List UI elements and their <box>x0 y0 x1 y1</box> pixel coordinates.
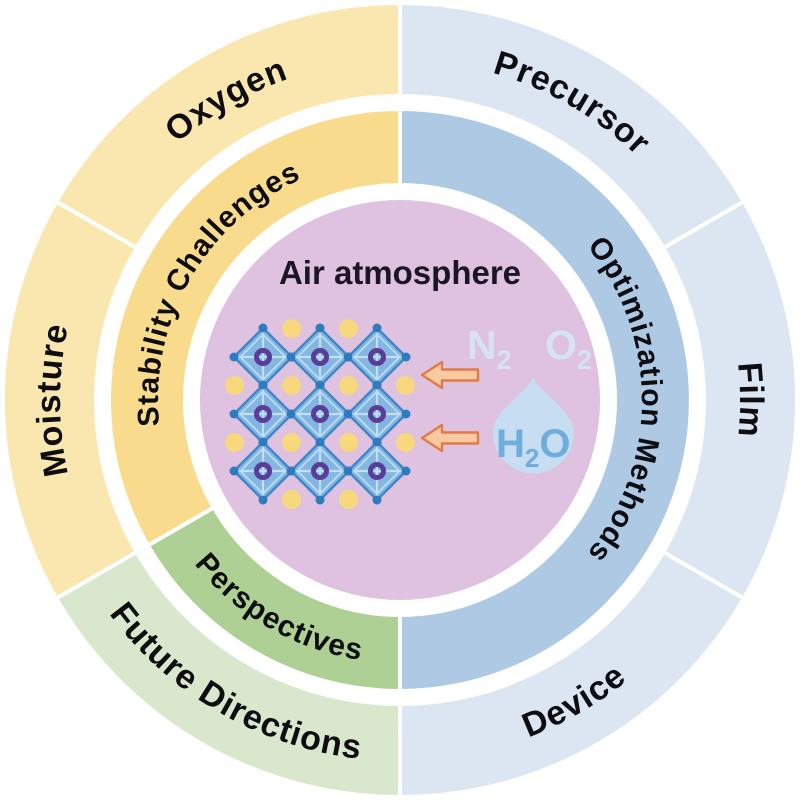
x-site-vertex <box>315 380 325 390</box>
x-site-vertex <box>372 495 382 505</box>
n2-label: N2 <box>467 322 512 375</box>
middle-segment-optimization-methods <box>398 106 693 694</box>
octahedron-axes <box>348 442 406 500</box>
octahedron-axes <box>348 328 406 386</box>
b-site-ion <box>311 405 329 423</box>
a-site-cation <box>339 376 358 395</box>
a-site-cation <box>282 433 301 452</box>
x-site-vertex <box>229 409 239 419</box>
b-site-ion <box>254 405 272 423</box>
a-site-cation <box>339 490 358 509</box>
b-site-ion <box>254 462 272 480</box>
gas-ingress-arrow <box>420 423 480 453</box>
x-site-vertex <box>286 352 296 362</box>
a-site-cation <box>396 376 415 395</box>
x-site-vertex <box>258 323 268 333</box>
x-site-vertex <box>258 380 268 390</box>
ring-label-moisture: Moisture <box>30 320 76 480</box>
a-site-cation <box>339 319 358 338</box>
b-site-ion <box>311 348 329 366</box>
a-site-cation <box>225 433 244 452</box>
x-site-vertex <box>258 437 268 447</box>
x-site-vertex <box>401 352 411 362</box>
x-site-vertex <box>315 323 325 333</box>
o2-label: O2 <box>545 322 592 375</box>
octahedron-axes <box>234 328 292 386</box>
x-site-vertex <box>258 495 268 505</box>
b-site-ion <box>311 462 329 480</box>
o2-subscript: 2 <box>577 345 592 375</box>
perovskite-lattice <box>225 319 415 509</box>
octahedron-axes <box>291 385 349 443</box>
x-site-vertex <box>343 409 353 419</box>
ring-label-film: Film <box>730 361 770 439</box>
b-site-ion <box>368 348 386 366</box>
outer-segment-future-directions <box>53 549 402 800</box>
x-site-vertex <box>229 466 239 476</box>
h2o-o: O <box>539 422 570 466</box>
o2-symbol: O <box>545 322 577 368</box>
octahedron-axes <box>234 385 292 443</box>
a-site-cation <box>282 319 301 338</box>
h2o-h: H <box>496 422 525 466</box>
n2-subscript: 2 <box>497 345 512 375</box>
octahedron-axes <box>348 385 406 443</box>
middle-segment-stability-challenges <box>107 106 402 549</box>
x-site-vertex <box>286 466 296 476</box>
center-title: Air atmosphere <box>279 254 521 291</box>
x-site-vertex <box>286 409 296 419</box>
octahedron-axes <box>291 328 349 386</box>
n2-symbol: N <box>467 322 497 368</box>
b-site-ion <box>368 462 386 480</box>
x-site-vertex <box>372 323 382 333</box>
outer-segment-device <box>398 549 747 800</box>
b-site-ion <box>254 348 272 366</box>
x-site-vertex <box>315 437 325 447</box>
octahedron-axes <box>291 442 349 500</box>
x-site-vertex <box>229 352 239 362</box>
a-site-cation <box>396 433 415 452</box>
x-site-vertex <box>401 466 411 476</box>
water-droplet-icon <box>493 377 574 474</box>
middle-segment-perspectives <box>145 504 402 694</box>
x-site-vertex <box>401 409 411 419</box>
h2o-subscript: 2 <box>525 443 539 473</box>
a-site-cation <box>282 376 301 395</box>
outer-segment-moisture <box>1 198 140 602</box>
b-site-ion <box>368 405 386 423</box>
a-site-cation <box>339 433 358 452</box>
x-site-vertex <box>343 466 353 476</box>
a-site-cation <box>225 376 244 395</box>
octahedron-axes <box>234 442 292 500</box>
gas-arrows <box>420 360 480 453</box>
x-site-vertex <box>372 380 382 390</box>
h2o-label: H2O <box>496 422 570 473</box>
x-site-vertex <box>343 352 353 362</box>
a-site-cation <box>282 490 301 509</box>
gas-ingress-arrow <box>420 360 480 390</box>
x-site-vertex <box>372 437 382 447</box>
x-site-vertex <box>315 495 325 505</box>
